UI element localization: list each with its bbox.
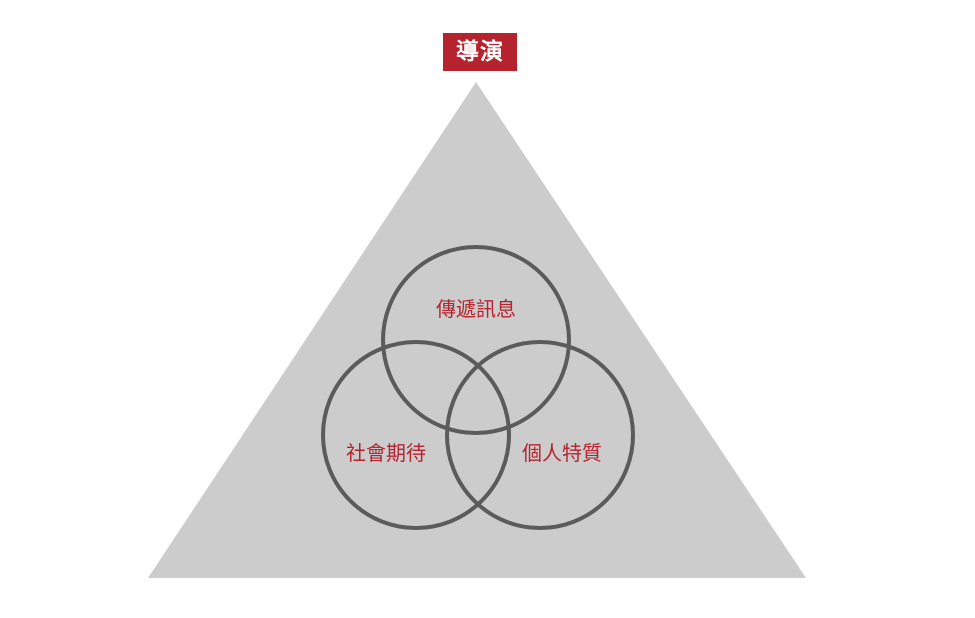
venn-circle-right — [445, 340, 635, 530]
label-left-circle: 社會期待 — [346, 441, 426, 465]
venn-circle-left — [321, 340, 511, 530]
label-top-circle: 傳遞訊息 — [436, 297, 516, 321]
diagram-title-badge: 導演 — [443, 33, 517, 71]
label-right-circle: 個人特質 — [522, 441, 602, 465]
venn-circle-top — [381, 245, 571, 435]
background-triangle — [148, 82, 806, 578]
